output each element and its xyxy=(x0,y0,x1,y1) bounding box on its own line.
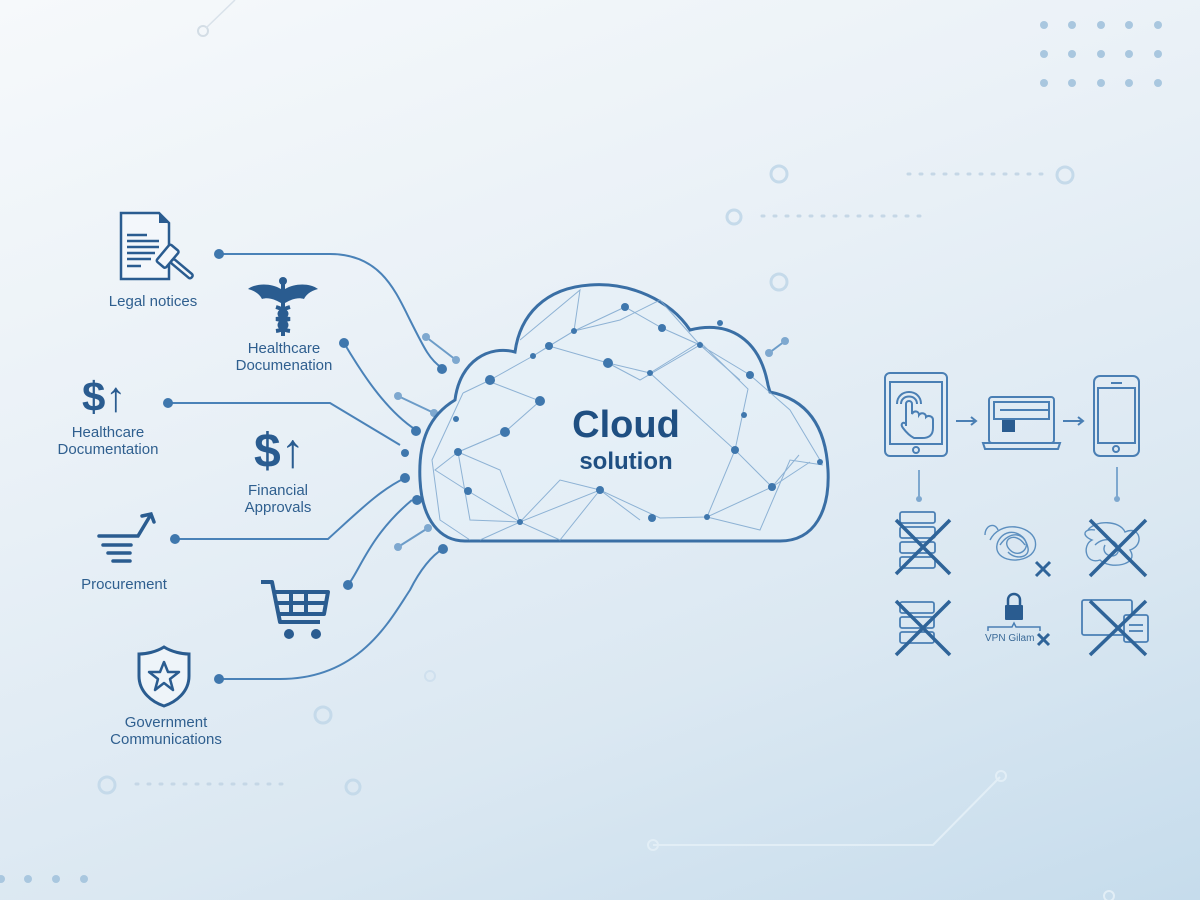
smartphone-icon xyxy=(1093,375,1140,457)
desktop-crossed-icon xyxy=(1081,599,1149,657)
tangled-cables-crossed-icon xyxy=(1084,518,1148,578)
shopping-cart-icon xyxy=(261,580,330,639)
document-gavel-icon xyxy=(119,211,194,281)
cloud-subtitle: solution xyxy=(579,448,673,475)
government-communications-label: Government Communications xyxy=(110,714,222,748)
procurement-label: Procurement xyxy=(81,576,167,593)
vpn-lock-x-icon xyxy=(987,592,1051,647)
cloud-title: Cloud xyxy=(572,404,680,446)
form-stack-crossed-icon xyxy=(894,599,952,657)
tangled-cables-x-icon xyxy=(984,524,1052,578)
financial-approvals-label: Financial Approvals xyxy=(244,482,312,516)
shield-star-icon xyxy=(137,645,191,708)
dot-grid-decor xyxy=(1040,21,1162,87)
trend-lines-icon xyxy=(97,511,156,563)
tablet-touch-icon xyxy=(884,372,948,457)
caduceus-icon xyxy=(248,277,318,336)
laptop-icon xyxy=(981,396,1062,450)
server-stack-crossed-icon xyxy=(894,511,952,576)
dollar-up-arrow-icon: $↑ xyxy=(82,373,127,420)
healthcare-documenation-label: Healthcare Documenation xyxy=(235,340,333,374)
legal-notices-label: Legal notices xyxy=(108,293,198,310)
cloud-outline xyxy=(418,283,830,543)
dollar-up-arrow-icon: $↑ xyxy=(254,425,305,478)
healthcare-documentation-label: Healthcare Documentation xyxy=(57,424,159,458)
vpn-label: VPN Gilam xyxy=(985,633,1035,644)
